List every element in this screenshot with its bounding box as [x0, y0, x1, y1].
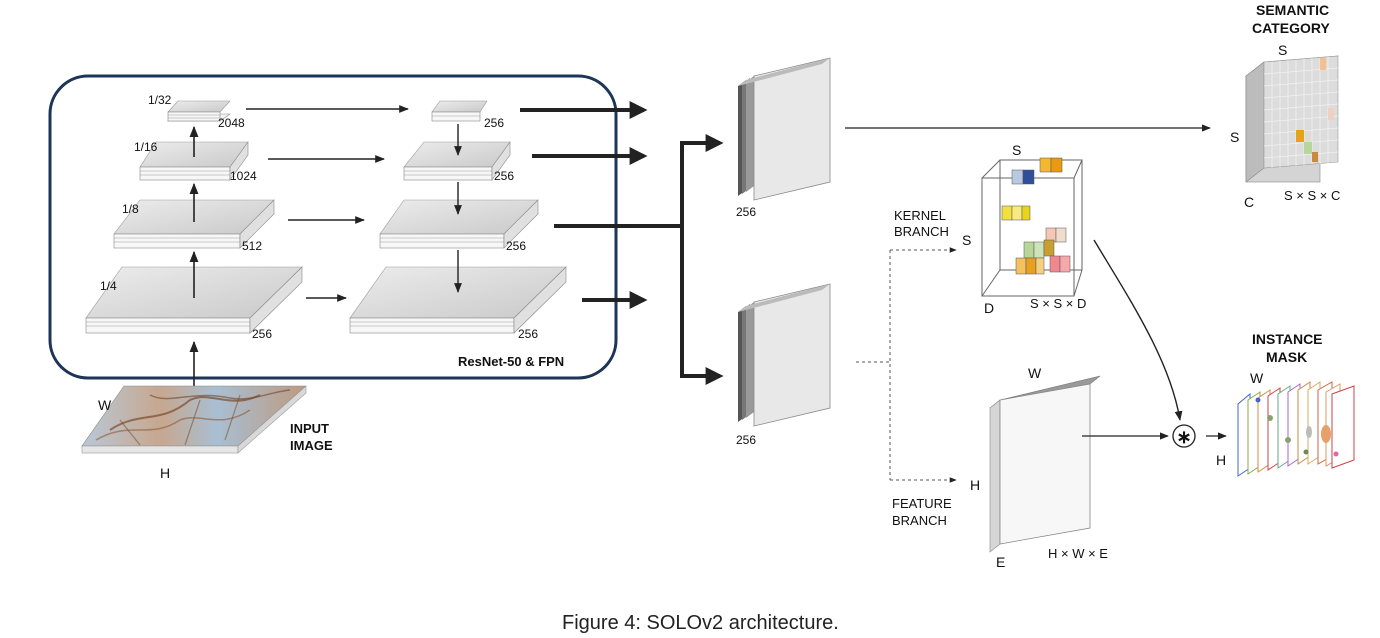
- feature-branch-line2: BRANCH: [892, 513, 947, 528]
- feature-branch-line1: FEATURE: [892, 496, 952, 511]
- instance-h-label: H: [1216, 452, 1226, 468]
- kernel-d-label: D: [984, 300, 994, 316]
- conv-symbol: ∗: [1176, 427, 1191, 447]
- scale-label-1-4: 1/4: [100, 279, 117, 293]
- scale-label-1-8: 1/8: [122, 202, 139, 216]
- resnet-stage-1-32: [167, 100, 231, 122]
- semantic-s-left: S: [1230, 129, 1239, 145]
- fpn-channels-label-2: 256: [494, 169, 514, 183]
- kernel-branch-line1: KERNEL: [894, 208, 946, 223]
- channels-label-512: 512: [242, 239, 262, 253]
- head-feature-map-bottom: [738, 283, 831, 427]
- branch-dashed-lines: [856, 247, 957, 483]
- kernel-tensor: [981, 157, 1083, 297]
- kernel-branch-line2: BRANCH: [894, 224, 949, 239]
- kernel-s-top: S: [1012, 142, 1021, 158]
- semantic-title-line2: CATEGORY: [1252, 20, 1330, 36]
- input-h-label: H: [160, 465, 170, 481]
- fpn-channels-label-3: 256: [506, 239, 526, 253]
- semantic-s-top: S: [1278, 42, 1287, 58]
- feature-dims: H × W × E: [1048, 546, 1108, 561]
- input-image: [81, 385, 307, 454]
- head-bottom-channels: 256: [736, 433, 756, 447]
- kernel-s-left: S: [962, 232, 971, 248]
- channels-label-1024: 1024: [230, 169, 257, 183]
- fpn-channels-label-4: 256: [518, 327, 538, 341]
- kernel-to-conv-arrow: [1093, 239, 1183, 421]
- fpn-stage-1: [431, 100, 488, 122]
- head-feature-map-top: [738, 57, 831, 201]
- fpn-stage-2: [403, 141, 511, 181]
- head-top-channels: 256: [736, 205, 756, 219]
- semantic-c-label: C: [1244, 194, 1254, 210]
- feature-tensor: [989, 375, 1101, 553]
- feature-h-label: H: [970, 477, 980, 493]
- lateral-arrows: [246, 105, 409, 302]
- fpn-channels-label-1: 256: [484, 116, 504, 130]
- fpn-stage-3: [379, 199, 539, 249]
- input-label-line1: INPUT: [290, 421, 329, 436]
- instance-title-line1: INSTANCE: [1252, 331, 1323, 347]
- dynamic-conv-operator: [1172, 424, 1196, 448]
- feature-w-label: W: [1028, 365, 1042, 381]
- instance-w-label: W: [1250, 370, 1264, 386]
- semantic-category-grid: [1245, 55, 1339, 183]
- kernel-dims: S × S × D: [1030, 296, 1086, 311]
- channels-label-2048: 2048: [218, 116, 245, 130]
- scale-label-1-16: 1/16: [134, 140, 158, 154]
- figure-caption: Figure 4: SOLOv2 architecture.: [562, 612, 839, 634]
- semantic-dims: S × S × C: [1284, 188, 1340, 203]
- channels-label-256-resnet: 256: [252, 327, 272, 341]
- input-label-line2: IMAGE: [290, 438, 333, 453]
- semantic-title-line1: SEMANTIC: [1256, 2, 1329, 18]
- resnet-stage-1-16: [139, 141, 249, 181]
- instance-title-line2: MASK: [1266, 349, 1307, 365]
- backbone-label: ResNet-50 & FPN: [458, 354, 564, 369]
- input-w-label: W: [98, 397, 112, 413]
- instance-mask-stack: [1237, 381, 1355, 477]
- fpn-output-arrows: [520, 101, 724, 385]
- scale-label-1-32: 1/32: [148, 93, 172, 107]
- feature-e-label: E: [996, 554, 1005, 570]
